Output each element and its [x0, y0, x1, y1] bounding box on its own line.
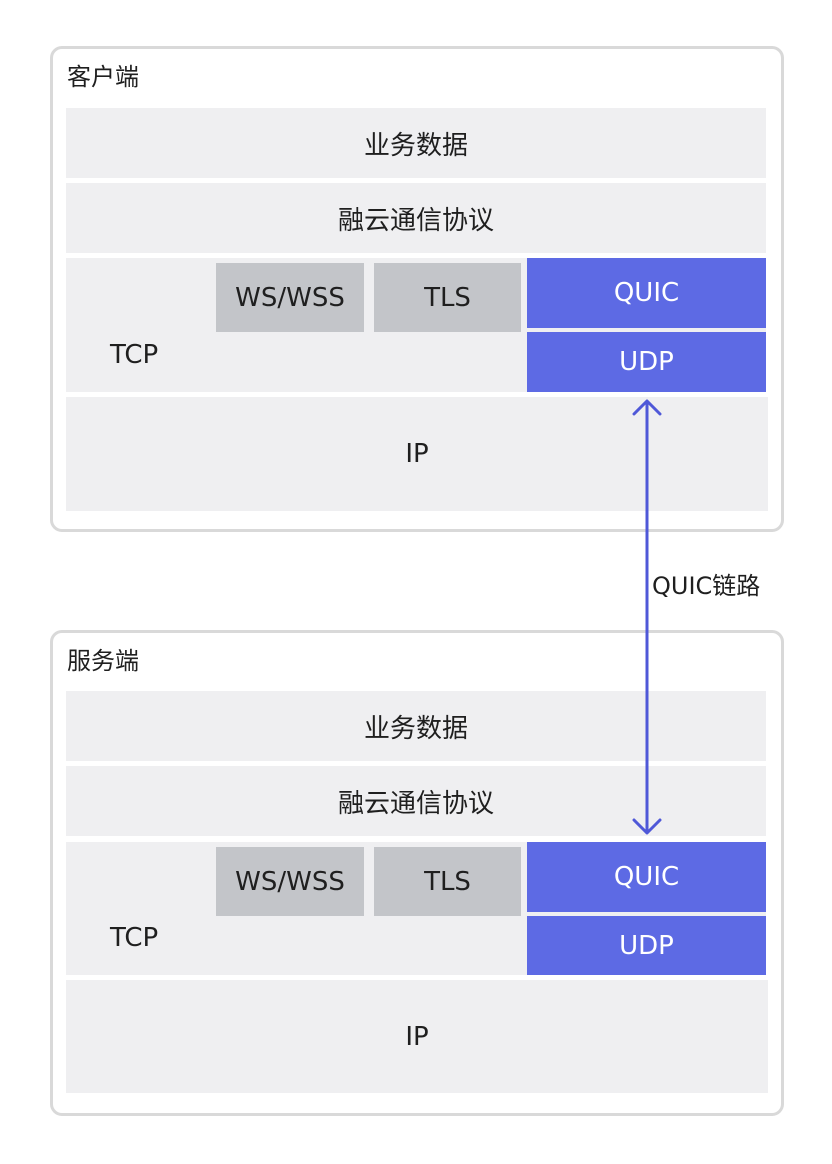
- quic-link-label: QUIC链路: [652, 572, 761, 600]
- client-title: 客户端: [67, 63, 139, 91]
- client-udp-box: UDP: [527, 332, 766, 392]
- server-tls-box: TLS: [374, 847, 521, 916]
- client-business-layer: 业务数据: [66, 108, 766, 178]
- client-ws-box: WS/WSS: [216, 263, 364, 332]
- client-ip-layer: IP: [66, 397, 768, 511]
- client-protocol-layer: 融云通信协议: [66, 183, 766, 253]
- server-quic-box: QUIC: [527, 842, 766, 912]
- server-business-layer: 业务数据: [66, 691, 766, 761]
- arrow-head-down: [632, 818, 662, 835]
- server-udp-box: UDP: [527, 916, 766, 975]
- server-title: 服务端: [67, 647, 139, 675]
- server-ws-box: WS/WSS: [216, 847, 364, 916]
- client-quic-box: QUIC: [527, 258, 766, 328]
- server-protocol-layer: 融云通信协议: [66, 766, 766, 836]
- client-tls-box: TLS: [374, 263, 521, 332]
- server-ip-layer: IP: [66, 980, 768, 1093]
- server-tcp-label: TCP: [110, 923, 159, 953]
- client-tcp-label: TCP: [110, 340, 159, 370]
- arrow-head-up: [632, 399, 662, 416]
